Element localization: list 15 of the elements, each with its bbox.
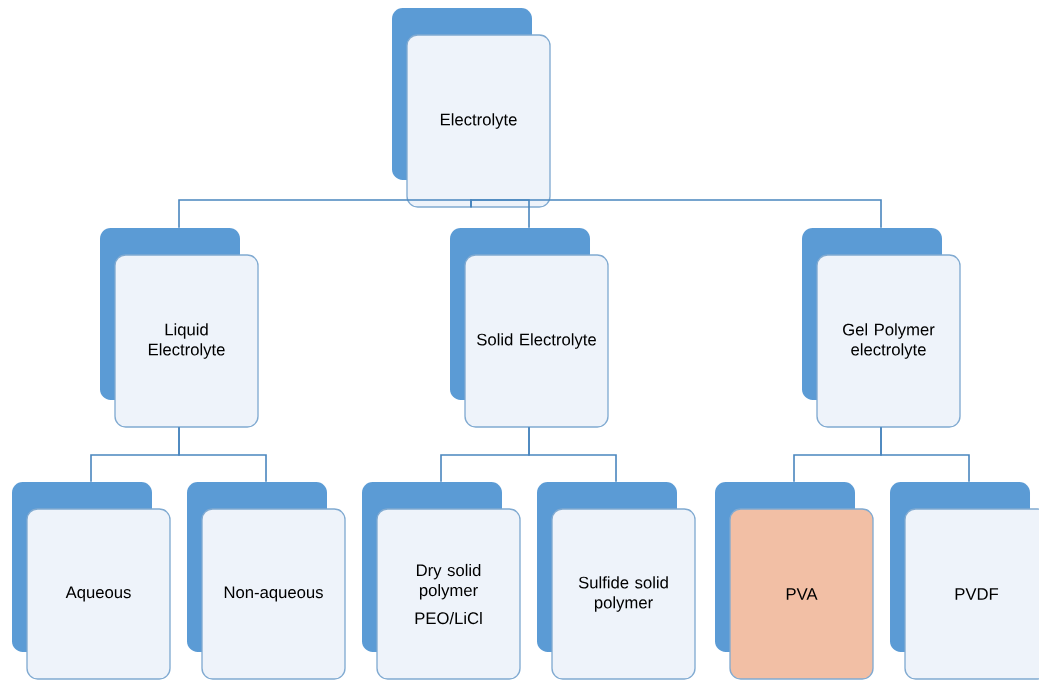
category-box: Electrolyte — [392, 8, 551, 208]
category-box: Sulfide solid polymer — [537, 482, 696, 680]
category-box: Liquid Electrolyte — [100, 228, 259, 428]
connector — [470, 199, 882, 229]
category-box: PVA — [715, 482, 874, 680]
category-box: Gel Polymer electrolyte — [802, 228, 961, 428]
category-box: Dry solid polymer PEO/LiCl — [362, 482, 521, 680]
connector — [178, 199, 472, 229]
category-box: Non-aqueous — [187, 482, 346, 680]
category-box: PVDF — [890, 482, 1039, 680]
connector — [178, 426, 267, 483]
category-box: Solid Electrolyte — [450, 228, 609, 428]
connector — [880, 426, 970, 483]
category-box: Aqueous — [12, 482, 171, 680]
connector — [528, 426, 617, 483]
